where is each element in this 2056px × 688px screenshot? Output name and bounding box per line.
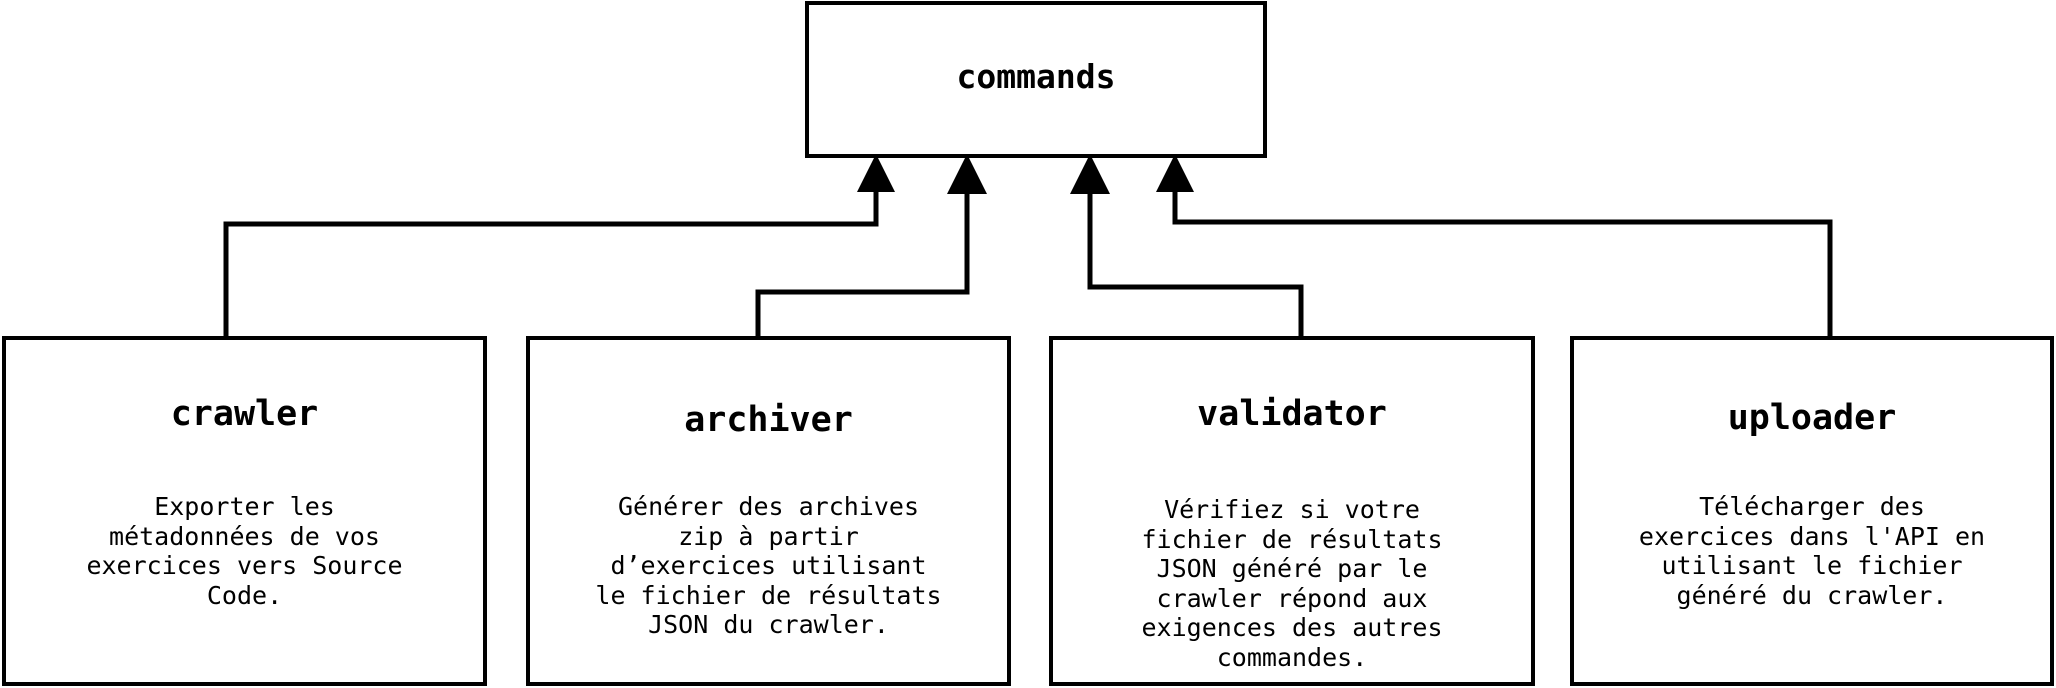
uploader-node: uploader Télécharger des exercices dans … xyxy=(1570,336,2054,686)
validator-node: validator Vérifiez si votre fichier de r… xyxy=(1049,336,1535,686)
inheritance-arrowhead-crawler xyxy=(857,154,895,192)
uploader-node-title: uploader xyxy=(1727,398,1897,438)
archiver-node-title: archiver xyxy=(684,400,853,440)
commands-node: commands xyxy=(805,1,1267,158)
archiver-node-description: Générer des archives zip à partir d’exer… xyxy=(595,492,942,639)
archiver-node: archiver Générer des archives zip à part… xyxy=(526,336,1011,686)
connector-uploader xyxy=(1172,188,1833,336)
commands-node-label: commands xyxy=(956,57,1116,96)
inheritance-arrowhead-archiver xyxy=(947,154,987,194)
inheritance-arrowhead-validator xyxy=(1070,154,1110,194)
validator-node-description: Vérifiez si votre fichier de résultats J… xyxy=(1141,495,1443,672)
crawler-node-description: Exporter les métadonnées de vos exercice… xyxy=(86,492,403,610)
connector-archiver xyxy=(755,190,970,336)
crawler-node-title: crawler xyxy=(170,394,319,434)
validator-node-title: validator xyxy=(1197,394,1387,434)
crawler-node: crawler Exporter les métadonnées de vos … xyxy=(2,336,487,686)
uploader-node-description: Télécharger des exercices dans l'API en … xyxy=(1638,492,1986,610)
connector-validator xyxy=(1087,190,1304,336)
connector-crawler xyxy=(223,188,879,336)
inheritance-arrowhead-uploader xyxy=(1156,154,1194,192)
